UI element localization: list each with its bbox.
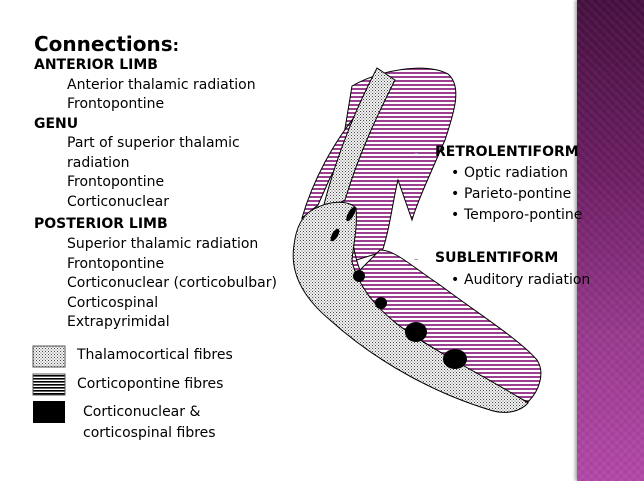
section-item: Superior thalamic radiation: [67, 236, 259, 252]
fibre-spot: [405, 322, 427, 342]
fibre-spot: [346, 206, 356, 222]
section-item: radiation: [67, 155, 130, 171]
retrolentiform-dash: -: [414, 146, 419, 160]
retrolentiform-item: Temporo-pontine: [464, 207, 583, 223]
section-heading-posterior-limb: POSTERIOR LIMB: [34, 216, 168, 232]
legend-swatch-corticonuclear: [33, 401, 65, 423]
sublentiform-dash: -: [414, 252, 419, 266]
decorative-side-panel: [577, 0, 644, 481]
legend-swatch-thalamocortical: [32, 345, 66, 368]
section-item: Corticospinal: [67, 295, 159, 311]
legend-label-corticopontine: Corticopontine fibres: [77, 376, 224, 392]
legend-label-corticospinal: corticospinal fibres: [83, 425, 216, 441]
bullet-dot: •: [451, 272, 460, 288]
section-item: Part of superior thalamic: [67, 135, 240, 151]
bullet-dot: •: [451, 186, 460, 202]
retrolentiform-item: Parieto-pontine: [464, 186, 572, 202]
fibre-spot: [353, 270, 365, 282]
section-item: Frontopontine: [67, 256, 165, 272]
page-title: Connections:: [34, 32, 180, 56]
retrolentiform-item: Optic radiation: [464, 165, 568, 181]
sublentiform-heading: SUBLENTIFORM: [435, 250, 559, 266]
section-item: Frontopontine: [67, 174, 165, 190]
legend-swatch-corticopontine: [32, 373, 66, 396]
section-item: Corticonuclear (corticobulbar): [67, 275, 277, 291]
bullet-dot: •: [451, 165, 460, 181]
fibre-spot: [330, 228, 340, 242]
sublentiform-item: Auditory radiation: [464, 272, 591, 288]
fibre-spot: [443, 349, 467, 369]
retrolentiform-heading: RETROLENTIFORM: [435, 144, 579, 160]
fibre-spot: [375, 297, 387, 309]
legend-label-corticonuclear: Corticonuclear &: [83, 404, 201, 420]
section-item: Corticonuclear: [67, 194, 170, 210]
bullet-dot: •: [451, 207, 460, 223]
section-heading-anterior-limb: ANTERIOR LIMB: [34, 57, 158, 73]
legend-label-thalamocortical: Thalamocortical fibres: [77, 347, 233, 363]
section-item: Extrapyrimidal: [67, 314, 170, 330]
section-heading-genu: GENU: [34, 116, 79, 132]
posterior-thalamocortical-band: [292, 201, 529, 413]
section-item: Anterior thalamic radiation: [67, 77, 256, 93]
section-item: Frontopontine: [67, 96, 165, 112]
